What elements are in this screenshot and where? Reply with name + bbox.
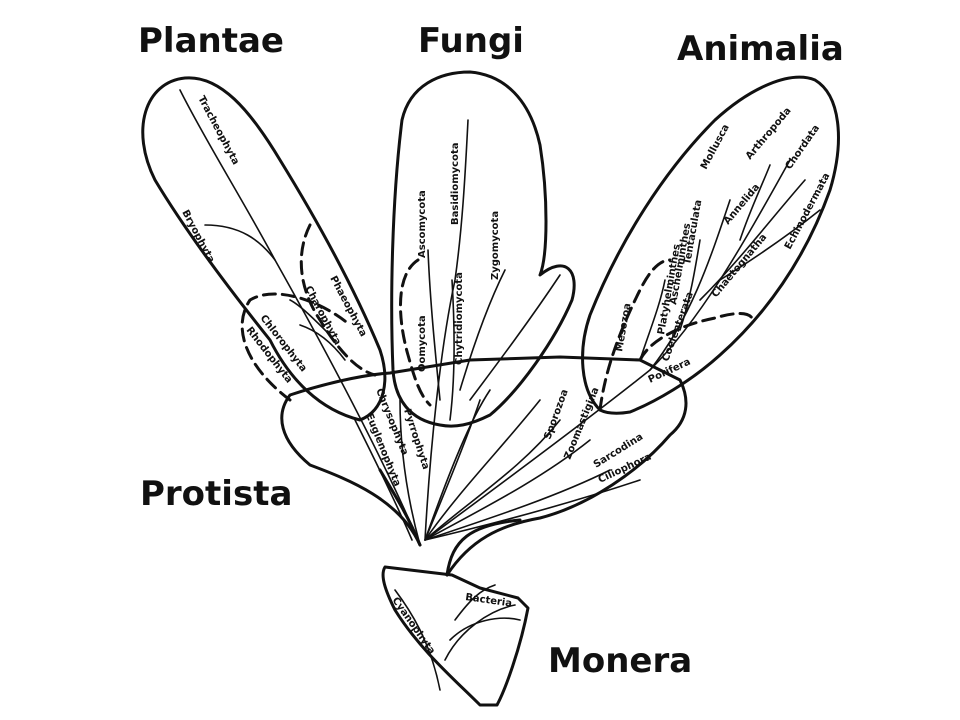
- taxon-label-ascomycota: Ascomycota: [417, 190, 428, 258]
- taxon-label-sporozoa: Sporozoa: [542, 388, 570, 441]
- taxon-label-oomycota: Oomycota: [417, 315, 428, 372]
- kingdom-label-fungi: Fungi: [418, 21, 524, 61]
- animalia-inner-boundary: [638, 312, 754, 362]
- oomycota-boundary: [398, 258, 432, 407]
- kingdom-label-protista: Protista: [140, 474, 292, 514]
- taxon-label-arthropoda: Arthropoda: [744, 106, 794, 162]
- taxon-label-mesozoa: Mesozoa: [614, 302, 633, 352]
- fungi-outline: [390, 70, 576, 428]
- taxon-label-cyanophyta: Cyanophyta: [390, 595, 437, 656]
- taxon-label-chytridiomycota: Chytridiomycota: [454, 272, 465, 365]
- animalia-stem: [445, 518, 522, 577]
- taxon-label-chordata: Chordata: [783, 123, 822, 172]
- taxon-label-chaetognatha: Chaetognatha: [710, 232, 769, 300]
- kingdom-label-animalia: Animalia: [677, 29, 844, 69]
- phaeophyta-boundary: [299, 223, 377, 377]
- protista-outline: [280, 355, 688, 577]
- taxon-label-zygomycota: Zygomycota: [490, 211, 501, 280]
- taxon-label-basidiomycota: Basidiomycota: [450, 143, 461, 225]
- branch-lines: [179, 89, 821, 691]
- taxon-label-bryophyta: Bryophyta: [179, 208, 216, 265]
- plantae-algae-boundary: [240, 292, 352, 402]
- kingdom-label-plantae: Plantae: [138, 21, 284, 61]
- plantae-outline: [141, 76, 387, 422]
- monera-outline: [381, 565, 530, 707]
- mesozoa-boundary: [598, 258, 672, 412]
- kingdom-label-monera: Monera: [548, 641, 692, 681]
- animalia-outline: [581, 75, 840, 415]
